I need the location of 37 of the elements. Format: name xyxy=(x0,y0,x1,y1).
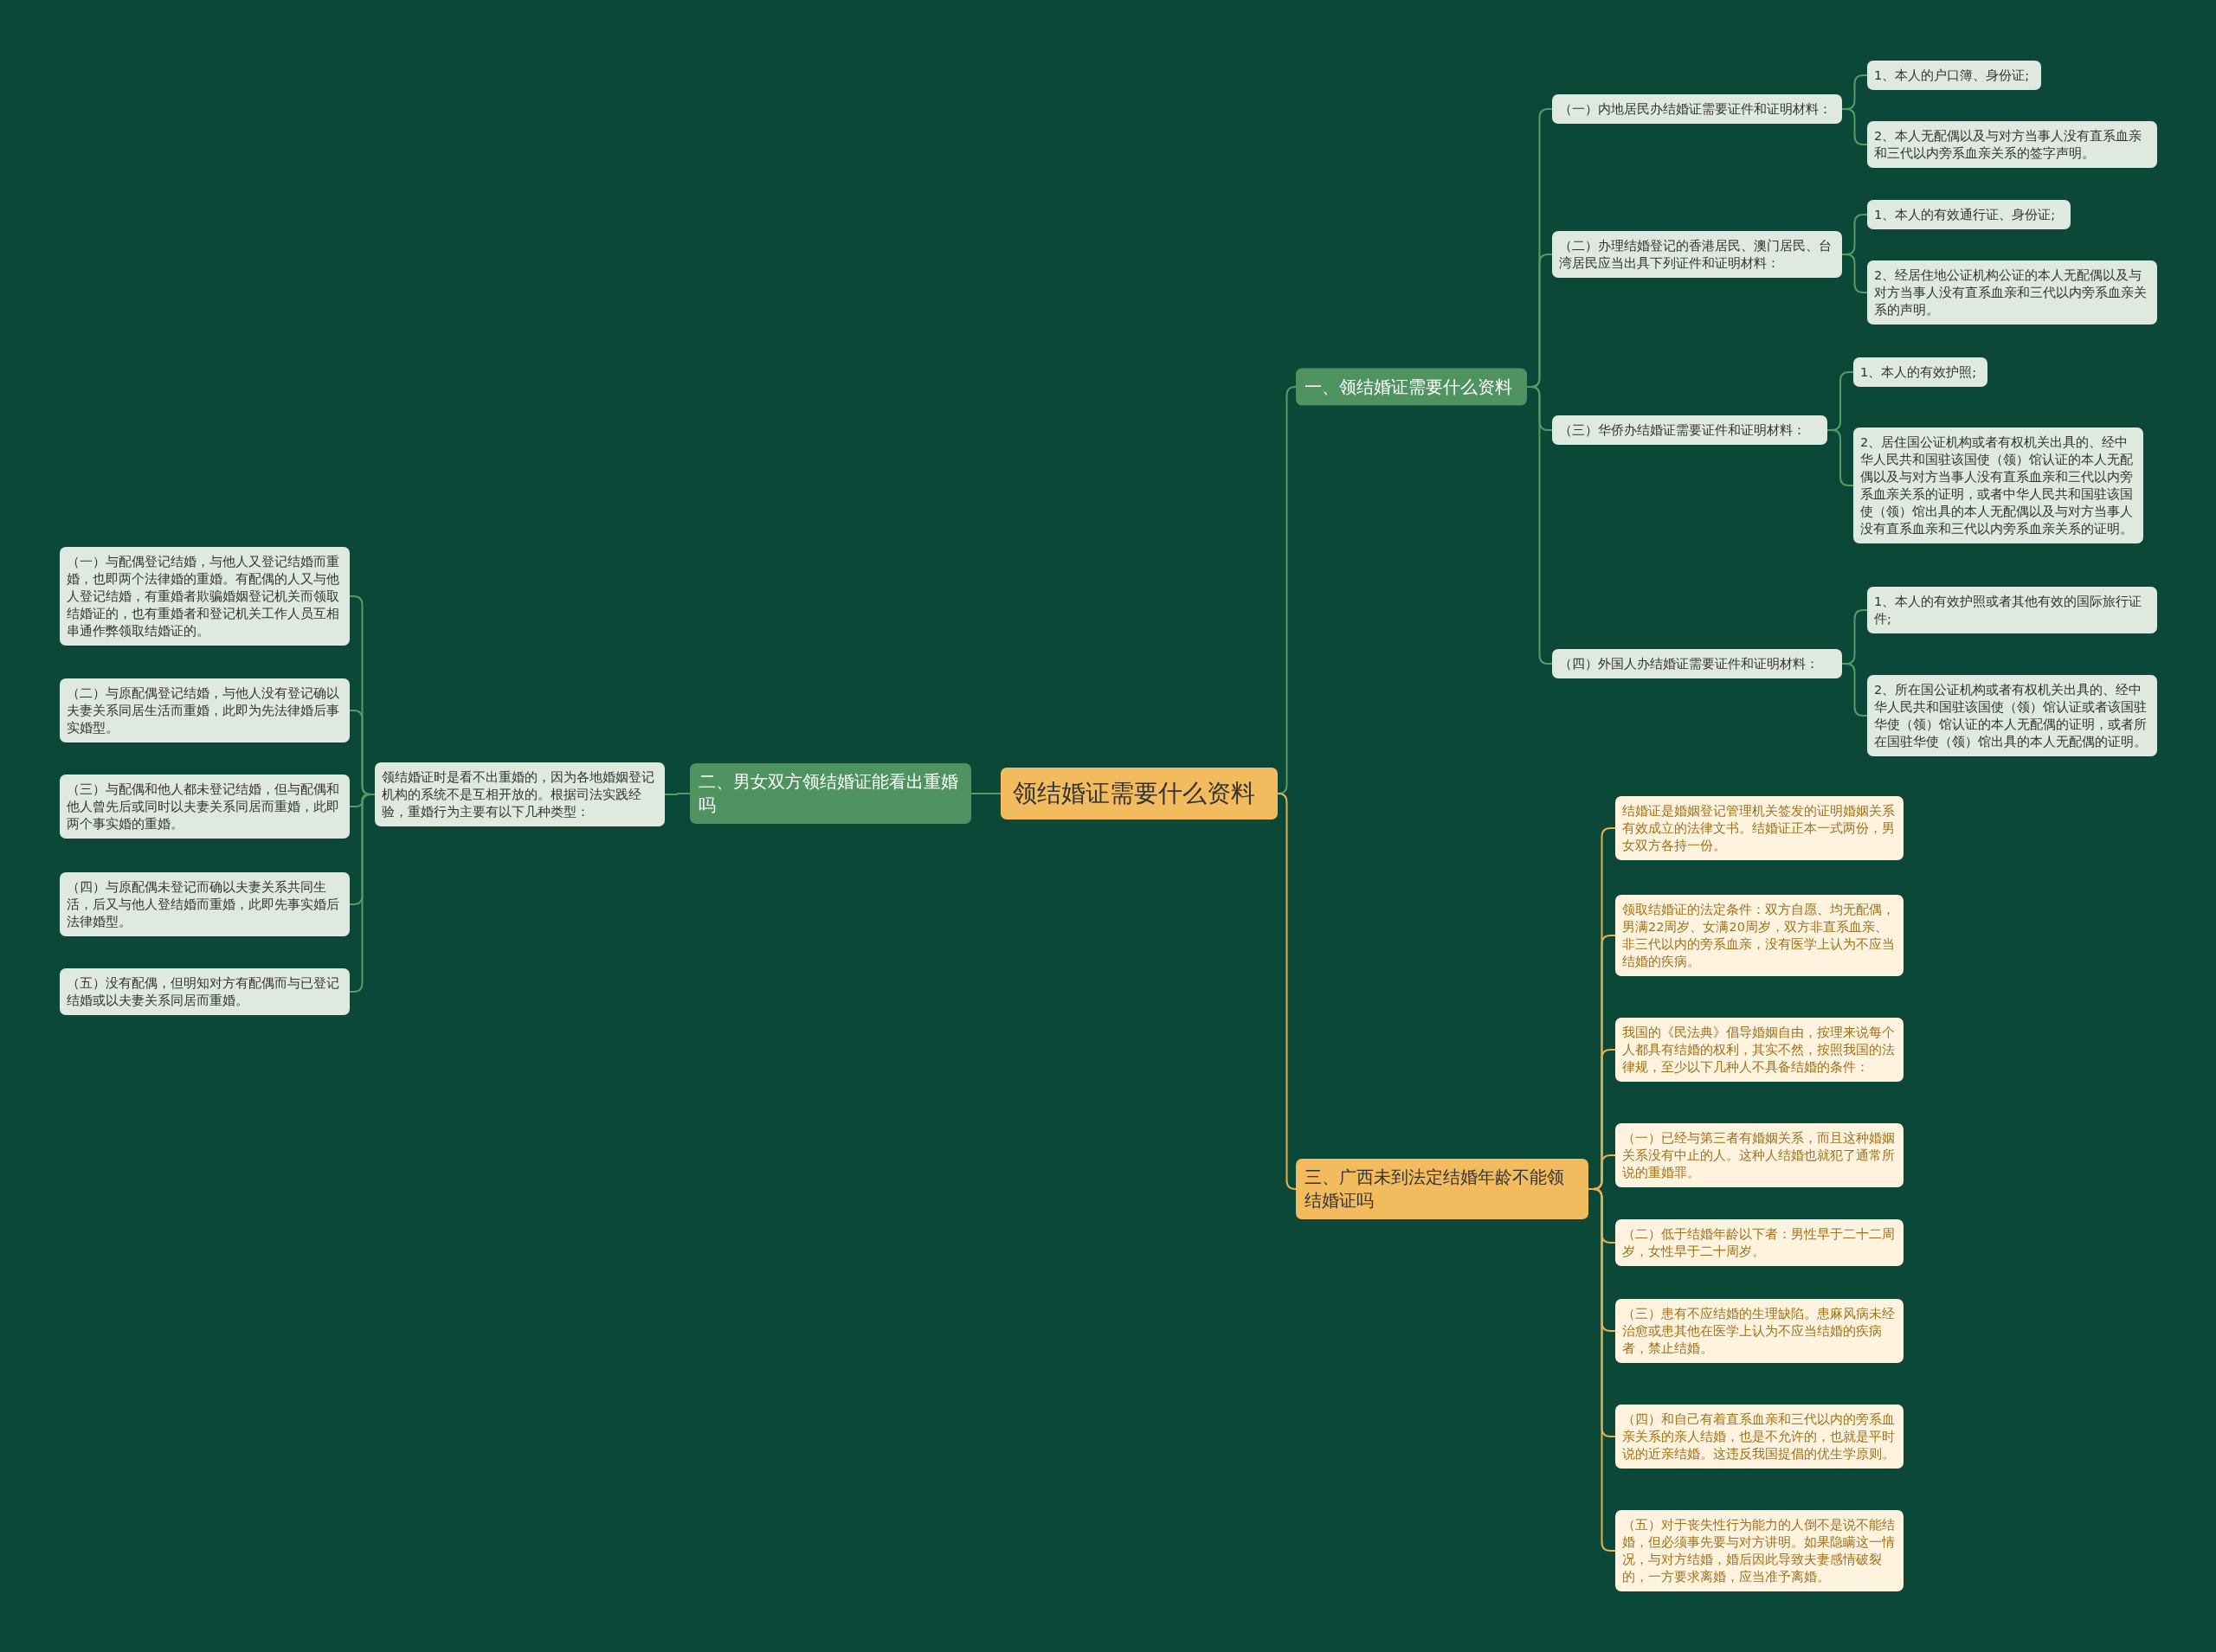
note-card: （三）华侨办结婚证需要证件和证明材料： xyxy=(1552,415,1827,445)
branch-topic: 二、男女双方领结婚证能看出重婚吗 xyxy=(690,763,971,824)
note-card: 2、本人无配偶以及与对方当事人没有直系血亲和三代以内旁系血亲关系的签字声明。 xyxy=(1867,121,2157,168)
connector-line xyxy=(1841,108,1868,145)
root-topic: 领结婚证需要什么资料 xyxy=(1001,768,1278,820)
connector-line xyxy=(349,794,376,993)
note-card: （二）办理结婚登记的香港居民、澳门居民、台湾居民应当出具下列证件和证明材料： xyxy=(1552,231,1842,278)
note-card: （五）没有配偶，但明知对方有配偶而与已登记结婚或以夫妻关系同居而重婚。 xyxy=(60,968,350,1015)
note-card: 1、本人的有效通行证、身份证; xyxy=(1867,200,2071,229)
connector-line xyxy=(1841,254,1868,293)
note-card: （一）已经与第三者有婚姻关系，而且这种婚姻关系没有中止的人。这种人结婚也就犯了通常所说的重婚罪。 xyxy=(1615,1123,1904,1187)
note-card: （二）与原配偶登记结婚，与他人没有登记确以夫妻关系同居生活而重婚，此即为先法律婚后事实婚型。 xyxy=(60,678,350,742)
note-card: 领取结婚证的法定条件：双方自愿、均无配偶，男满22周岁、女满20周岁，双方非直系血亲、非三代以内的旁系血亲，没有医学上认为不应当结婚的疾病。 xyxy=(1615,895,1904,976)
note-card: 1、本人的有效护照或者其他有效的国际旅行证件; xyxy=(1867,587,2157,633)
connector-line xyxy=(664,793,691,795)
note-card: （四）外国人办结婚证需要证件和证明材料： xyxy=(1552,649,1842,678)
note-card: 2、经居住地公证机构公证的本人无配偶以及与对方当事人没有直系血亲和三代以内旁系血亲关系的声明。 xyxy=(1867,260,2157,325)
note-card: （四）和自己有着直系血亲和三代以内的旁系血亲关系的亲人结婚，也是不允许的，也就是平时说的近亲结婚。这违反我国提倡的优生学原则。 xyxy=(1615,1405,1904,1469)
note-card: 我国的《民法典》倡导婚姻自由，按理来说每个人都具有结婚的权利，其实不然，按照我国的法律规，至少以下几种人不具备结婚的条件： xyxy=(1615,1018,1904,1082)
note-card: 2、所在国公证机构或者有权机关出具的、经中华人民共和国驻该国使（领）馆认证或者该国驻华使（领）馆认证的本人无配偶的证明，或者所在国驻华使（领）馆出具的本人无配偶的证明。 xyxy=(1867,675,2157,756)
connector-line xyxy=(1841,663,1868,717)
connector-line xyxy=(1277,793,1297,1190)
branch-topic: 一、领结婚证需要什么资料 xyxy=(1296,368,1527,406)
note-card: 领结婚证时是看不出重婚的，因为各地婚姻登记机构的系统不是互相开放的。根据司法实践经验，重婚行为主要有以下几种类型： xyxy=(375,762,665,826)
note-card: （二）低于结婚年龄以下者：男性早于二十二周岁，女性早于二十周岁。 xyxy=(1615,1219,1904,1266)
note-card: 结婚证是婚姻登记管理机关签发的证明婚姻关系有效成立的法律文书。结婚证正本一式两份，男女双方各持一份。 xyxy=(1615,796,1904,860)
connector-line xyxy=(970,793,1002,794)
note-card: （三）与配偶和他人都未登记结婚，但与配偶和他人曾先后或同时以夫妻关系同居而重婚，此即两个事实婚的重婚。 xyxy=(60,775,350,839)
note-card: （四）与原配偶未登记而确以夫妻关系共同生活，后又与他人登结婚而重婚，此即先事实婚后法律婚型。 xyxy=(60,872,350,936)
note-card: （一）内地居民办结婚证需要证件和证明材料： xyxy=(1552,94,1842,124)
note-card: 1、本人的户口簿、身份证; xyxy=(1867,61,2041,90)
note-card: （三）患有不应结婚的生理缺陷。患麻风病未经治愈或患其他在医学上认为不应当结婚的疾病者，禁止结婚。 xyxy=(1615,1299,1904,1363)
note-card: 1、本人的有效护照; xyxy=(1853,357,1987,387)
note-card: 2、居住国公证机构或者有权机关出具的、经中华人民共和国驻该国使（领）馆认证的本人无配偶以及与对方当事人没有直系血亲和三代以内旁系血亲关系的证明，或者中华人民共和国驻该国使（领）馆出具的本人无配偶以及与对方当事人没有直系血亲和三代以内旁系血亲关系的证明。 xyxy=(1853,427,2143,543)
note-card: （五）对于丧失性行为能力的人倒不是说不能结婚，但必须事先要与对方讲明。如果隐瞒这一情况，与对方结婚，婚后因此导致夫妻感情破裂的，一方要求离婚，应当准予离婚。 xyxy=(1615,1510,1904,1591)
branch-topic: 三、广西未到法定结婚年龄不能领结婚证吗 xyxy=(1296,1159,1588,1219)
note-card: （一）与配偶登记结婚，与他人又登记结婚而重婚，也即两个法律婚的重婚。有配偶的人又与他人登记结婚，有重婚者欺骗婚姻登记机关而领取结婚证的，也有重婚者和登记机关工作人员互相串通作弊领取结婚证的。 xyxy=(60,547,350,646)
